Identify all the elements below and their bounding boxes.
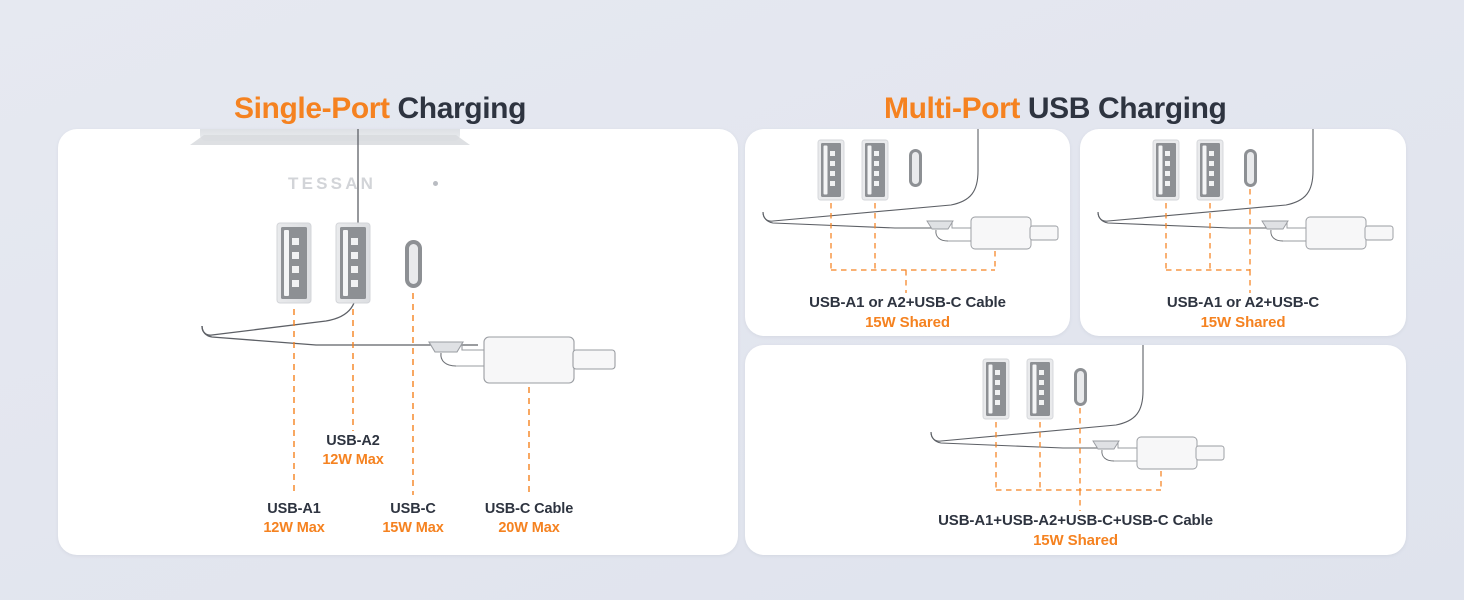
multi-port-label-2: USB-A1 or A2+USB-C 15W Shared: [1080, 293, 1406, 333]
multi-port-label-1-name: USB-A1 or A2+USB-C Cable: [809, 294, 1006, 311]
multi-port-illustration-3: [745, 345, 1406, 555]
title-accent-multi: Multi-Port: [884, 92, 1020, 125]
port-usb-a1: [276, 222, 312, 304]
label-usb-c-name: USB-C: [390, 501, 436, 517]
usb-c-cable-connector: [926, 216, 1059, 250]
port-usb-a2: [1196, 139, 1224, 201]
device-body-outline: [762, 129, 979, 229]
port-usb-a2: [335, 222, 371, 304]
device-body-outline: [1097, 129, 1314, 229]
single-port-card: TESSAN USB-A2 12W Max USB-A1 12W Max USB…: [58, 129, 738, 555]
page-title-multi-port: Multi-Port USB Charging: [884, 92, 1227, 126]
label-usb-a2-watt: 12W Max: [322, 452, 384, 469]
device-body-outline: [930, 345, 1144, 449]
title-accent-single: Single-Port: [234, 92, 390, 125]
label-usb-a1-watt: 12W Max: [263, 520, 325, 537]
led-indicator-dot: [433, 181, 438, 186]
label-usb-c-cable-watt: 20W Max: [498, 520, 560, 537]
port-usb-a2: [861, 139, 889, 201]
callout-lines: [830, 203, 996, 293]
usb-c-cable-connector: [1092, 436, 1225, 470]
port-usb-c: [1244, 149, 1257, 187]
multi-port-card-2: USB-A1 or A2+USB-C 15W Shared: [1080, 129, 1406, 336]
label-usb-a2-name: USB-A2: [326, 433, 380, 449]
port-usb-c: [405, 240, 422, 288]
callout-lines: [293, 293, 530, 495]
title-rest-single: Charging: [389, 92, 527, 125]
multi-port-diagram-3: [930, 345, 1225, 511]
usb-c-cable-connector: [428, 336, 616, 384]
port-usb-a1: [982, 358, 1010, 420]
label-usb-c: USB-C 15W Max: [334, 500, 492, 538]
label-usb-a1-name: USB-A1: [267, 501, 321, 517]
page-title-single-port: Single-Port Charging: [234, 92, 526, 126]
multi-port-illustration-2: [1080, 129, 1406, 336]
port-usb-a1: [817, 139, 845, 201]
port-usb-c: [909, 149, 922, 187]
label-usb-a1: USB-A1 12W Max: [215, 500, 373, 538]
multi-port-diagram-2: [1097, 129, 1394, 293]
multi-port-label-1: USB-A1 or A2+USB-C Cable 15W Shared: [745, 293, 1070, 333]
single-port-illustration: [58, 129, 738, 555]
title-rest-multi: USB Charging: [1019, 92, 1227, 125]
multi-port-card-1: USB-A1 or A2+USB-C Cable 15W Shared: [745, 129, 1070, 336]
multi-port-label-3: USB-A1+USB-A2+USB-C+USB-C Cable 15W Shar…: [745, 511, 1406, 551]
multi-port-illustration-1: [745, 129, 1070, 336]
port-usb-c: [1074, 368, 1087, 406]
label-usb-c-cable-name: USB-C Cable: [484, 501, 574, 517]
single-port-diagram: [190, 129, 616, 495]
device-top-lip: [190, 129, 470, 145]
usb-c-cable-connector: [1261, 216, 1394, 250]
label-usb-c-watt: 15W Max: [382, 520, 444, 537]
multi-port-card-3: USB-A1+USB-A2+USB-C+USB-C Cable 15W Shar…: [745, 345, 1406, 555]
label-usb-c-cable: USB-C Cable 20W Max: [450, 500, 608, 538]
label-usb-a2: USB-A2 12W Max: [274, 432, 432, 470]
callout-lines: [1165, 189, 1251, 293]
multi-port-label-3-name: USB-A1+USB-A2+USB-C+USB-C Cable: [938, 512, 1213, 529]
multi-port-diagram-1: [762, 129, 1059, 293]
multi-port-label-2-watt: 15W Shared: [1200, 313, 1286, 331]
port-usb-a2: [1026, 358, 1054, 420]
callout-lines: [995, 408, 1162, 511]
multi-port-label-3-watt: 15W Shared: [1033, 531, 1118, 549]
multi-port-label-2-name: USB-A1 or A2+USB-C: [1166, 294, 1320, 311]
multi-port-label-1-watt: 15W Shared: [865, 313, 950, 331]
device-brand-logo: TESSAN: [288, 174, 377, 193]
port-usb-a1: [1152, 139, 1180, 201]
